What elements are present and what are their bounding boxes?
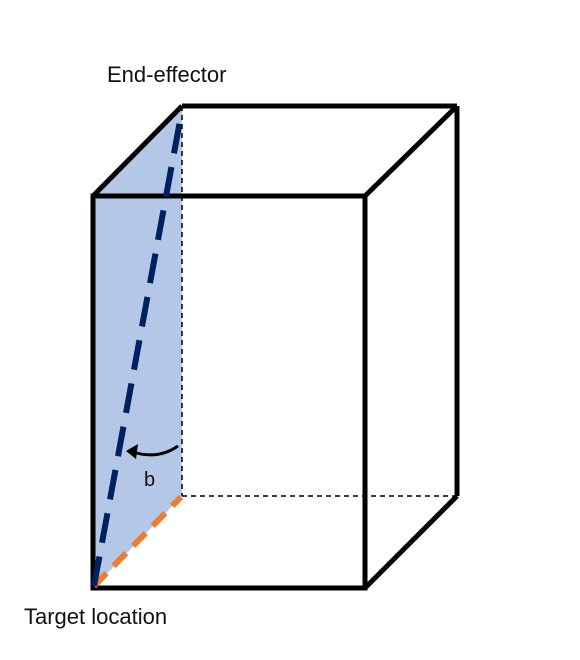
angle-arrowhead-icon: [126, 444, 138, 459]
base-projection-line: [91, 494, 184, 589]
top-right-diagonal-edge: [363, 104, 459, 198]
angle-label: b: [144, 469, 155, 491]
reach-line: [91, 109, 185, 587]
bottom-right-diagonal-edge: [363, 494, 459, 590]
target-location-label: Target location: [24, 604, 167, 629]
end-effector-label: End-effector: [107, 62, 226, 87]
front-face: [90, 193, 368, 591]
top-left-diagonal-edge: [91, 104, 184, 198]
angle-arc: [132, 444, 179, 457]
box-edges: [90, 103, 460, 591]
